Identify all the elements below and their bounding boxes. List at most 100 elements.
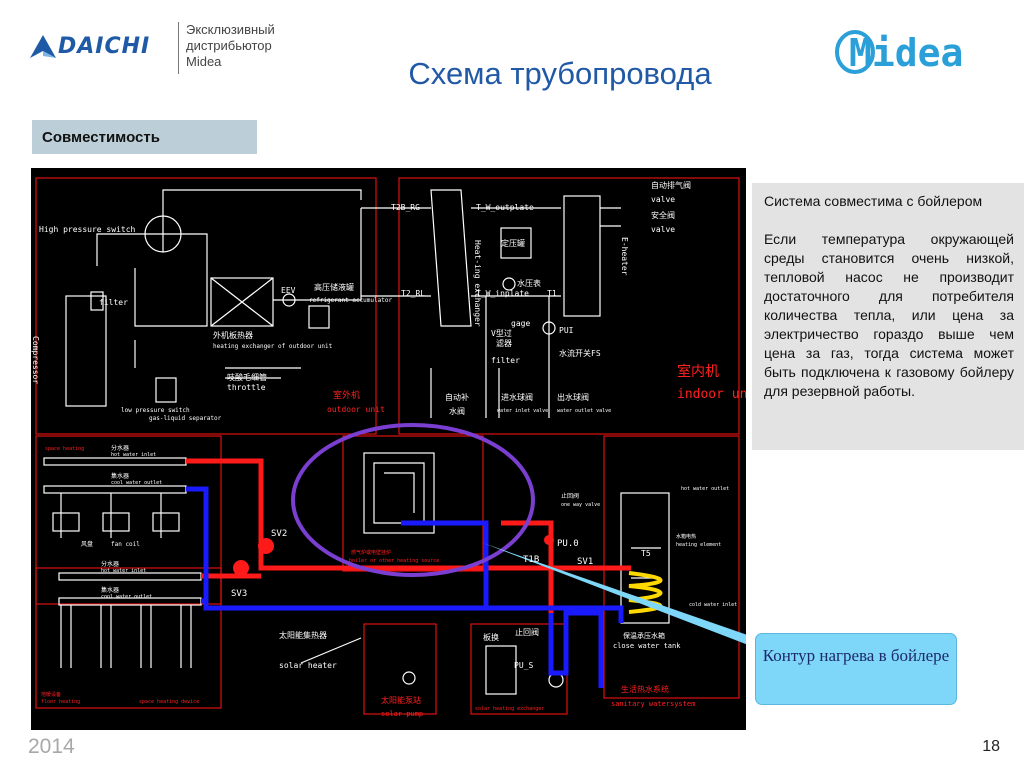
label-hot-water-outlet: hot water outlet [681, 486, 729, 492]
label-fan-coil-cn: 风盘 [81, 540, 93, 548]
label-heat-exchanger: Heat-ing exchanger [473, 240, 482, 327]
label-solar-heating-exchanger: solar heating exchanger [475, 706, 544, 712]
label-pu-s: PU_S [514, 661, 533, 670]
midea-logo: Midea [835, 20, 1005, 80]
label-eev: EEV [281, 286, 296, 295]
label-space-heating: space heating [45, 446, 84, 452]
label-valve-1: valve [651, 195, 675, 204]
label-pu1: PUI [559, 326, 574, 335]
label-distributor-1: 分水器 [111, 444, 129, 452]
label-check-valve-cn: 止回阀 [561, 492, 579, 500]
label-solar-heater-cn: 太阳能集热器 [279, 630, 327, 640]
label-cold-water-inlet: cold water inlet [689, 602, 737, 608]
page-number: 18 [982, 738, 1000, 755]
label-water-inlet-valve: water inlet valve [497, 408, 548, 414]
daichi-logo-icon [30, 35, 56, 58]
label-t2b-rg: T2B_RG [391, 203, 420, 212]
label-space-heating-device: space heating device [139, 699, 199, 705]
label-expansion-tank: 定压罐 [501, 238, 525, 248]
label-t1: T1 [547, 289, 557, 298]
label-closed-water-tank: close water tank [613, 642, 681, 650]
distributor-line-1: Эксклюзивный [186, 22, 275, 37]
label-filter-cn: 滤器 [496, 338, 512, 348]
label-electric-heater-cn: 水箱电热 [676, 533, 696, 540]
page-title: Схема трубопровода [408, 56, 712, 91]
label-heating-exchanger-cn: 外机板热器 [213, 330, 253, 340]
label-collector-2: 集水器 [101, 586, 119, 594]
indoor-unit-frame [398, 177, 740, 435]
label-outlet-ball-valve: 出水球阀 [557, 392, 589, 402]
label-water-valve-cn: 水阀 [449, 406, 465, 416]
distributor-line-2: дистрибьютор [186, 38, 272, 53]
label-safety-valve-cn: 安全阀 [651, 210, 675, 220]
label-high-pressure-switch: High pressure switch [39, 225, 136, 234]
label-filter-left: filter [99, 298, 128, 307]
label-accumulator-en: refrigerant accumulator [309, 297, 392, 304]
label-sv3: SV3 [231, 589, 247, 599]
logo-divider [178, 22, 179, 74]
label-inlet-ball-valve: 进水球阀 [501, 392, 533, 402]
description-paragraph-2: Если температура окружающей среды станов… [764, 231, 1014, 399]
label-t-w-inplate: T_W_inplate [476, 289, 529, 298]
label-heating-element: heating element [676, 542, 721, 548]
description-paragraph-1: Система совместима с бойлером [764, 193, 983, 209]
floor-heating-frame [35, 567, 222, 709]
solar-pump-frame [363, 623, 437, 715]
label-heating-exchanger-en: heating exchanger of outdoor unit [213, 343, 333, 350]
label-auto-vent-valve-cn: 自动排气阀 [651, 180, 691, 190]
label-solar-pump-cn: 太阳能泵站 [381, 695, 421, 705]
sv3-valve-icon [233, 560, 249, 576]
label-hot-water-inlet-1: hot water inlet [111, 452, 156, 458]
section-badge: Совместимость [32, 120, 257, 154]
footer-year: 2014 [28, 735, 75, 758]
label-t-w-outplate: T_W_outplate [476, 203, 534, 212]
label-floor-heating-cn: 地暖设备 [41, 691, 61, 698]
label-outdoor-unit-en: outdoor unit [327, 405, 385, 414]
outdoor-unit-frame [35, 177, 377, 435]
piping-diagram: High pressure switch filter Compressor 外… [31, 168, 746, 730]
label-compressor: Compressor [31, 336, 40, 384]
distributor-text: Эксклюзивный дистрибьютор Midea [186, 22, 326, 70]
label-water-pressure-gauge: 水压表 [517, 278, 541, 288]
label-sanitary-system-cn: 生活热水系统 [621, 684, 669, 694]
label-gage: gage [511, 319, 530, 328]
label-hot-water-inlet-2: hot water inlet [101, 568, 146, 574]
label-sv1: SV1 [577, 557, 593, 567]
callout-text: Контур нагрева в бойлере [762, 646, 950, 665]
label-t2-rl: T2_RL [401, 289, 425, 298]
label-e-heater: E-heater [620, 237, 629, 276]
piping-schematic: High pressure switch filter Compressor 外… [31, 177, 746, 718]
label-cool-water-outlet-1: cool water outlet [111, 480, 162, 486]
callout-box: Контур нагрева в бойлере [755, 633, 957, 705]
label-valve-2: valve [651, 225, 675, 234]
label-fan-coil-en: fan coil [111, 541, 140, 548]
midea-logo-text: Midea [849, 31, 963, 75]
label-solar-pump-en: solar pump [381, 710, 423, 718]
section-label: Совместимость [42, 129, 160, 146]
description-box: Система совместима с бойлером Если темпе… [752, 183, 1024, 450]
label-indoor-unit-cn: 室内机 [677, 363, 719, 380]
label-water-outlet-valve: water outlet valve [557, 408, 611, 414]
midea-logo-icon: Midea [835, 30, 963, 75]
sv2-valve-icon [258, 538, 274, 554]
label-plate-hx-cn: 板换 [483, 632, 499, 642]
label-floor-heating-en: floor heating [41, 699, 80, 705]
label-boiler-cn: 燃气炉或电壁挂炉 [351, 549, 391, 556]
label-distributor-2: 分水器 [101, 560, 119, 568]
callout-pointer [483, 543, 746, 645]
label-solar-heater-en: solar heater [279, 661, 337, 670]
label-pu0: PU.0 [557, 539, 579, 549]
label-boiler-en: boiler or other heating source [349, 558, 439, 564]
label-sv2: SV2 [271, 529, 287, 539]
label-indoor-unit-en: indoor unit [677, 387, 746, 402]
label-accumulator-cn: 高压储液罐 [314, 282, 354, 292]
label-t1b: T1B [523, 555, 539, 565]
daichi-logo-text: DAICHI [58, 34, 151, 59]
daichi-logo [28, 18, 328, 80]
label-sanitary-system-en: sanitary watersystem [611, 700, 695, 708]
label-cool-water-outlet-2: cool water outlet [101, 594, 152, 600]
label-outdoor-unit-cn: 室外机 [333, 389, 360, 401]
label-water-tank-cn: 保温承压水箱 [623, 631, 665, 640]
label-t5: T5 [641, 549, 651, 558]
label-one-way-valve: one way valve [561, 502, 600, 508]
